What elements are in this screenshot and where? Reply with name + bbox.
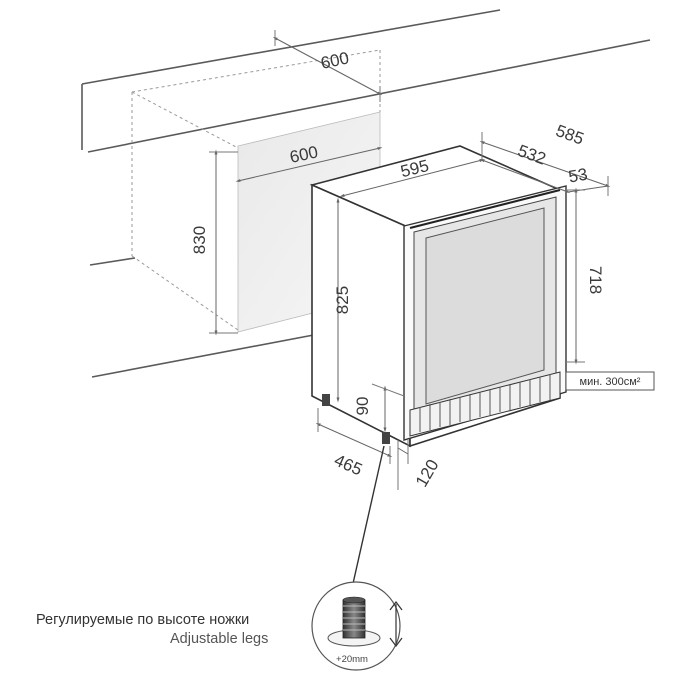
door-glass	[425, 207, 545, 405]
unit-depth-total-label: 585	[553, 121, 586, 149]
legs-caption-ru: Регулируемые по высоте ножки	[36, 612, 250, 628]
height-adjust-arrow-icon	[389, 601, 403, 647]
leg-offset-label: 465	[331, 451, 365, 480]
ventilation-label: мин. 300см²	[580, 376, 641, 388]
unit-depth-body-label: 532	[515, 141, 548, 169]
leg-adjust-range-label: +20mm	[336, 654, 368, 665]
unit-height-dimension: 825	[333, 197, 352, 403]
ventilation-callout: мин. 300см²	[565, 371, 655, 391]
niche-height-label: 830	[190, 226, 209, 254]
leg-icon	[382, 432, 390, 444]
leg-icon	[322, 394, 330, 406]
door-height-dimension: 718	[566, 187, 605, 365]
niche-depth-dimension: 600	[272, 30, 383, 102]
niche-height-dimension: 830	[190, 149, 238, 336]
leg-detail-pointer	[351, 445, 385, 589]
door-height-label: 718	[586, 266, 605, 294]
plinth-depth-label: 120	[412, 456, 443, 490]
vent-slots	[419, 374, 551, 432]
plinth-height-label: 90	[353, 397, 372, 416]
plinth-depth-dimension: 120	[397, 440, 443, 490]
adjustable-leg-detail: +20mm	[311, 581, 403, 671]
niche-width-dimension: 600	[235, 142, 383, 182]
door-depth-label: 53	[567, 165, 589, 187]
niche-depth-label: 600	[319, 48, 351, 72]
unit-height-label: 825	[333, 286, 352, 314]
legs-caption-en: Adjustable legs	[170, 631, 269, 647]
door-depth-dimension: 53	[567, 165, 609, 193]
